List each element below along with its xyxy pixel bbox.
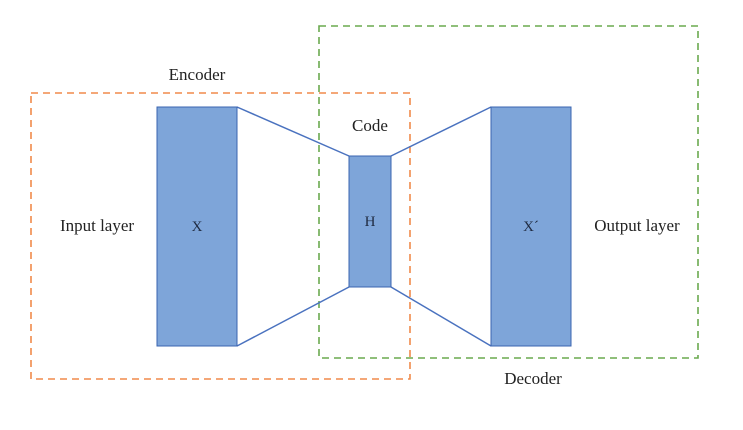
connector-h-to-xprime-top	[390, 106, 492, 157]
input-symbol: X	[192, 219, 203, 235]
code-symbol: H	[365, 214, 376, 230]
code-block	[348, 155, 392, 288]
input-layer-label: Input layer	[60, 216, 134, 235]
connector-x-to-h-top	[236, 106, 350, 157]
output-layer-label: Output layer	[594, 216, 680, 235]
connector-x-to-h-bottom	[236, 286, 350, 347]
output-symbol: X´	[523, 219, 539, 235]
input-block	[156, 106, 238, 347]
output-block	[490, 106, 572, 347]
encoder-label: Encoder	[169, 65, 226, 84]
encoder-region	[30, 92, 411, 380]
code-label: Code	[352, 116, 388, 135]
decoder-label: Decoder	[504, 369, 562, 388]
decoder-region	[318, 25, 699, 359]
connector-h-to-xprime-bottom	[390, 286, 492, 347]
